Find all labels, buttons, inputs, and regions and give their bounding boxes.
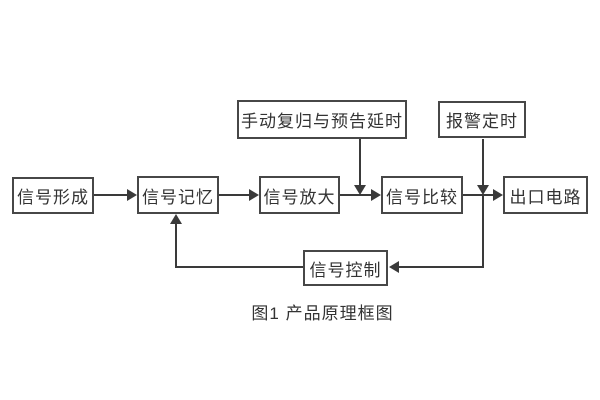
arrowhead-right-icon <box>493 189 503 201</box>
connector-junction-down <box>482 195 484 268</box>
arrowhead-right-icon <box>371 189 381 201</box>
arrowhead-down-icon <box>354 185 366 195</box>
arrowhead-right-icon <box>249 189 259 201</box>
arrowhead-right-icon <box>127 189 137 201</box>
connector-manualreset-drop <box>359 139 361 186</box>
node-signal-memory: 信号记忆 <box>137 176 219 214</box>
connector-formation-memory <box>94 194 128 196</box>
node-signal-control: 信号控制 <box>303 250 388 286</box>
connector-alarmtiming-drop <box>482 139 484 186</box>
arrowhead-up-icon <box>170 214 182 224</box>
connector-comparison-outlet <box>463 194 494 196</box>
connector-memory-amplification <box>219 194 250 196</box>
connector-amplification-comparison <box>340 194 372 196</box>
node-outlet-circuit: 出口电路 <box>503 176 588 214</box>
node-alarm-timing: 报警定时 <box>438 101 526 138</box>
connector-feedback-up <box>175 222 177 268</box>
node-manual-reset-delay: 手动复归与预告延时 <box>237 100 407 139</box>
arrowhead-left-icon <box>389 261 399 273</box>
connector-feedback-left <box>176 266 303 268</box>
connector-feedback-right <box>398 266 484 268</box>
arrowhead-down-icon <box>477 185 489 195</box>
node-signal-comparison: 信号比较 <box>381 176 463 214</box>
figure-caption: 图1 产品原理框图 <box>251 304 394 323</box>
node-signal-amplification: 信号放大 <box>259 176 340 214</box>
node-signal-formation: 信号形成 <box>12 177 94 214</box>
